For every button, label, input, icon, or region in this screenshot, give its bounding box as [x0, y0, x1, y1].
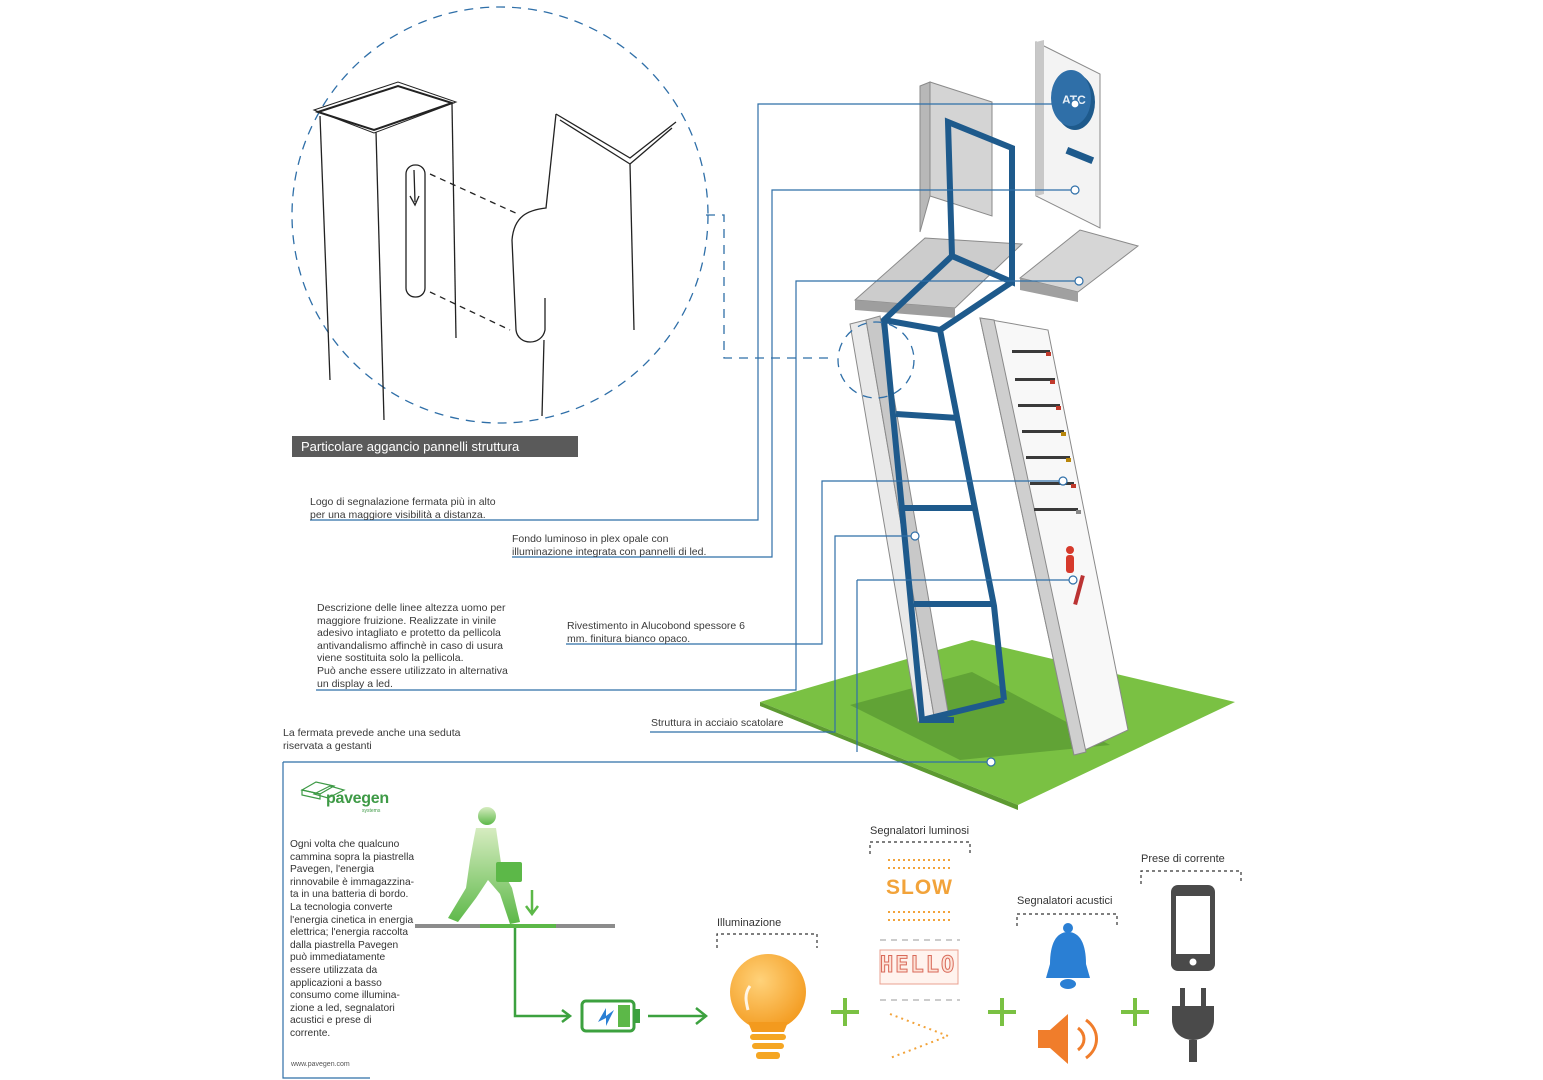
label-illuminazione: Illuminazione: [717, 917, 782, 929]
atc-logo-sign: ATC: [1035, 40, 1101, 229]
back-light-panel: [919, 81, 993, 233]
plus-signs: [831, 998, 1149, 1026]
label-prese-di-corrente: Prese di corrente: [1141, 853, 1225, 865]
speaker-icon: [1038, 1014, 1098, 1064]
led-dotted-signs: [888, 859, 950, 921]
sign-slow: SLOW: [886, 876, 953, 899]
pavegen-url: www.pavegen.com: [291, 1061, 350, 1068]
annotation-seduta: La fermata prevede anche una seduta rise…: [283, 727, 461, 752]
bell-icon: [1046, 923, 1090, 989]
smartphone-icon: [1171, 885, 1215, 971]
sketch-connector: [312, 81, 677, 421]
led-arrow-sign: [889, 1013, 951, 1059]
pavegen-description: Ogni volta che qualcuno cammina sopra la…: [290, 839, 415, 1039]
light-bulb-icon: [730, 954, 806, 1059]
annotation-descrizione: Descrizione delle linee altezza uomo per…: [317, 602, 508, 690]
annotation-logo: Logo di segnalazione fermata più in alto…: [310, 496, 496, 521]
pavegen-logo-text: pavegen: [326, 790, 389, 807]
seat-detail-circle: [837, 321, 915, 399]
line-info-stripes: [1012, 350, 1081, 514]
roof-panels: [853, 229, 1140, 318]
sign-hello: HELLO: [879, 953, 957, 979]
detail-circle: [291, 6, 830, 424]
hello-panel: [879, 949, 959, 985]
label-segnalatori-luminosi: Segnalatori luminosi: [870, 825, 970, 837]
annotation-struttura: Struttura in acciaio scatolare: [651, 717, 784, 729]
detail-caption: Particolare aggancio pannelli struttura: [292, 436, 578, 457]
walking-man-icon: [448, 807, 522, 924]
power-plug-icon: [1172, 988, 1214, 1062]
pavegen-logo-icon: [300, 781, 346, 800]
leader-lines: [282, 99, 1084, 1079]
floor-tile: [415, 890, 615, 928]
energy-flow-arrow: [513, 928, 709, 1025]
side-panel: [849, 315, 949, 723]
battery-icon: [580, 999, 640, 1033]
front-panel: [979, 317, 1129, 756]
label-segnalatori-acustici: Segnalatori acustici: [1017, 895, 1113, 907]
annotation-fondo: Fondo luminoso in plex opale con illumin…: [512, 533, 707, 558]
pavegen-logo-sub: systems: [362, 808, 381, 814]
led-separators: [880, 939, 960, 1001]
category-brackets: [716, 841, 1242, 948]
annotation-rivestimento: Rivestimento in Alucobond spessore 6 mm.…: [567, 620, 746, 645]
blue-steel-frame: [880, 117, 1015, 723]
